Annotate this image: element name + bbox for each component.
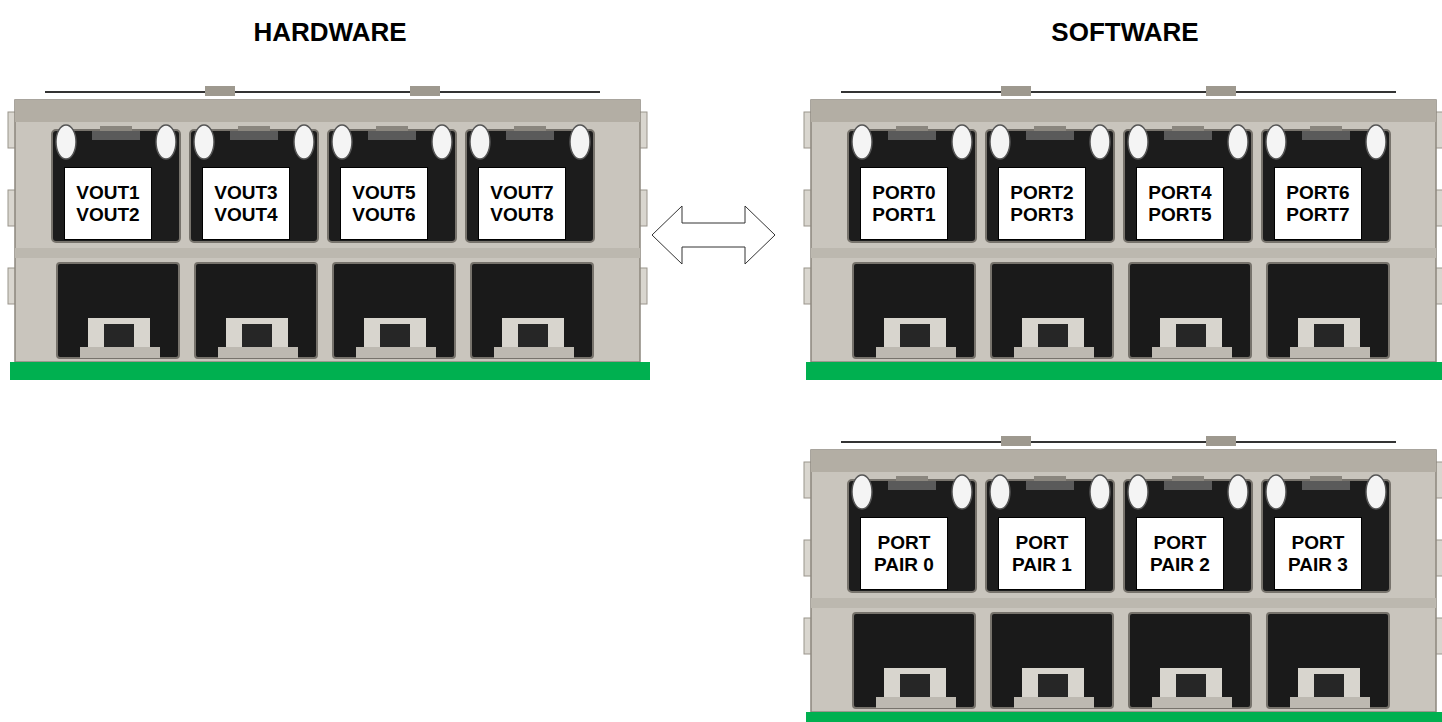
port-label-box: PORT2 PORT3 [998,167,1086,240]
port-label-box: PORT0 PORT1 [860,167,948,240]
rj45-stack [804,436,1442,722]
port-name: VOUT1 VOUT2 [67,182,149,225]
port-name: VOUT7 VOUT8 [481,182,563,225]
port-name: PORT2 PORT3 [1001,182,1083,225]
panel-heading: HARDWARE [253,17,406,48]
port-label-box: PORT PAIR 1 [998,517,1086,590]
port-name: PORT PAIR 1 [1001,532,1083,575]
port-label-box: VOUT7 VOUT8 [478,167,566,240]
rj45-stack [804,86,1442,380]
port-label-box: PORT PAIR 0 [860,517,948,590]
port-name: VOUT5 VOUT6 [343,182,425,225]
panel-heading: SOFTWARE [1051,17,1198,48]
port-name: PORT PAIR 0 [863,532,945,575]
port-name: PORT4 PORT5 [1139,182,1221,225]
port-label-box: VOUT3 VOUT4 [202,167,290,240]
port-label-box: VOUT5 VOUT6 [340,167,428,240]
port-label-box: PORT6 PORT7 [1274,167,1362,240]
port-name: VOUT3 VOUT4 [205,182,287,225]
port-label-box: VOUT1 VOUT2 [64,167,152,240]
rj45-stack [8,86,650,380]
port-name: PORT0 PORT1 [863,182,945,225]
port-label-box: PORT PAIR 3 [1274,517,1362,590]
port-label-box: PORT4 PORT5 [1136,167,1224,240]
port-name: PORT6 PORT7 [1277,182,1359,225]
port-label-box: PORT PAIR 2 [1136,517,1224,590]
port-name: PORT PAIR 3 [1277,532,1359,575]
double-arrow [652,206,775,264]
port-name: PORT PAIR 2 [1139,532,1221,575]
